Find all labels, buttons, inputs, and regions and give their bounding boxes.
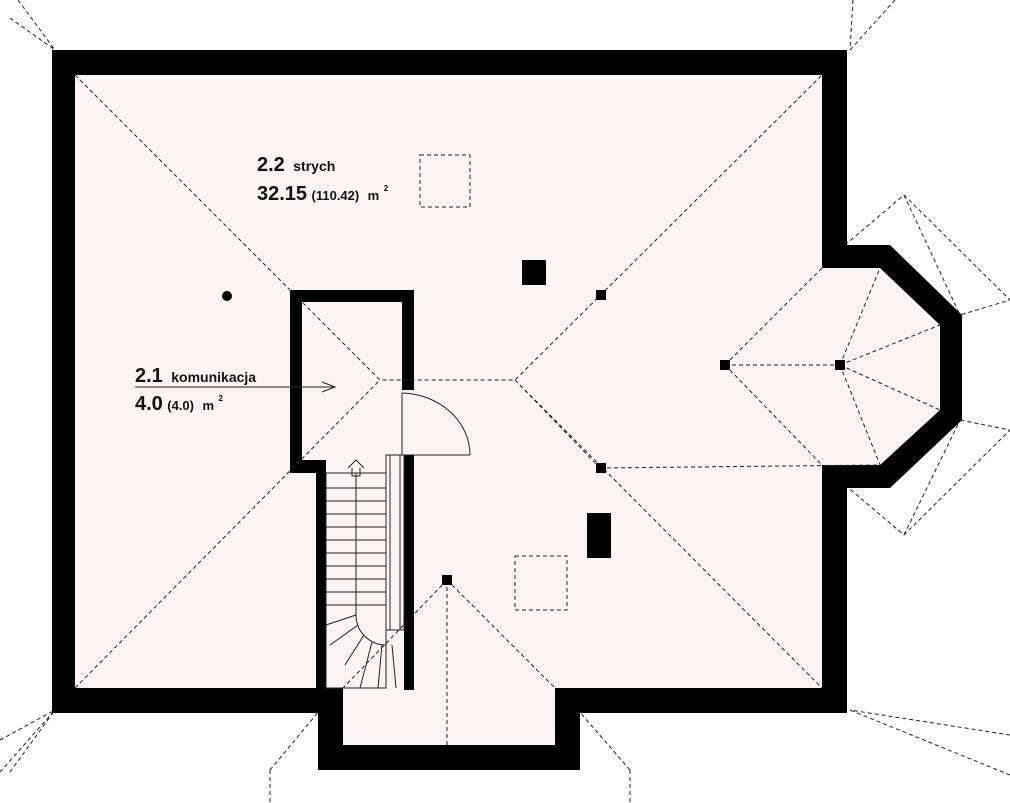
room-area: 32.15 — [257, 183, 307, 205]
roof-window-bottom — [514, 555, 568, 611]
room-area-unit-exponent: 2 — [384, 184, 389, 193]
staircase — [325, 454, 405, 689]
room-area-total: (4.0) — [167, 398, 194, 413]
chimney-bottom — [587, 513, 611, 558]
svg-text:4.0 (4.0) m: 4.0 (4.0) m 2 — [135, 393, 223, 415]
room-area-unit-exponent: 2 — [218, 394, 223, 403]
stair-winder — [377, 644, 383, 689]
room-area-unit: m — [202, 398, 214, 413]
stair-winder — [344, 634, 365, 666]
room-number: 2.1 — [135, 365, 163, 387]
floor-area — [75, 75, 940, 745]
room-label-circulation: 2.1 komunikacja 4.0 (4.0) m 2 — [135, 365, 337, 415]
exterior-walls — [52, 50, 962, 770]
room-area: 4.0 — [135, 393, 163, 415]
stair-winder — [359, 641, 373, 689]
svg-text:32.15 (110.42) m: 32.15 (110.42) m 2 — [257, 183, 389, 205]
roof-hip-lines — [74, 74, 941, 745]
stair-winder — [325, 614, 357, 626]
structural-posts — [222, 290, 845, 585]
room-area-unit: m — [368, 188, 380, 203]
svg-text:2.2 strych: 2.2 strych — [257, 154, 335, 176]
room-area-total: (110.42) — [312, 188, 360, 203]
stair-shaft-walls — [290, 290, 414, 690]
svg-text:2.1 komunikacja: 2.1 komunikacja — [135, 365, 256, 387]
room-number: 2.2 — [257, 154, 285, 176]
roof-window-top — [419, 154, 471, 208]
room-label-attic: 2.2 strych 32.15 (110.42) m 2 — [257, 154, 389, 205]
room-name: strych — [293, 158, 335, 174]
chimney-top — [522, 260, 546, 285]
stair-winder — [329, 624, 359, 646]
stair-winder — [391, 644, 397, 689]
room-name: komunikacja — [171, 369, 256, 385]
